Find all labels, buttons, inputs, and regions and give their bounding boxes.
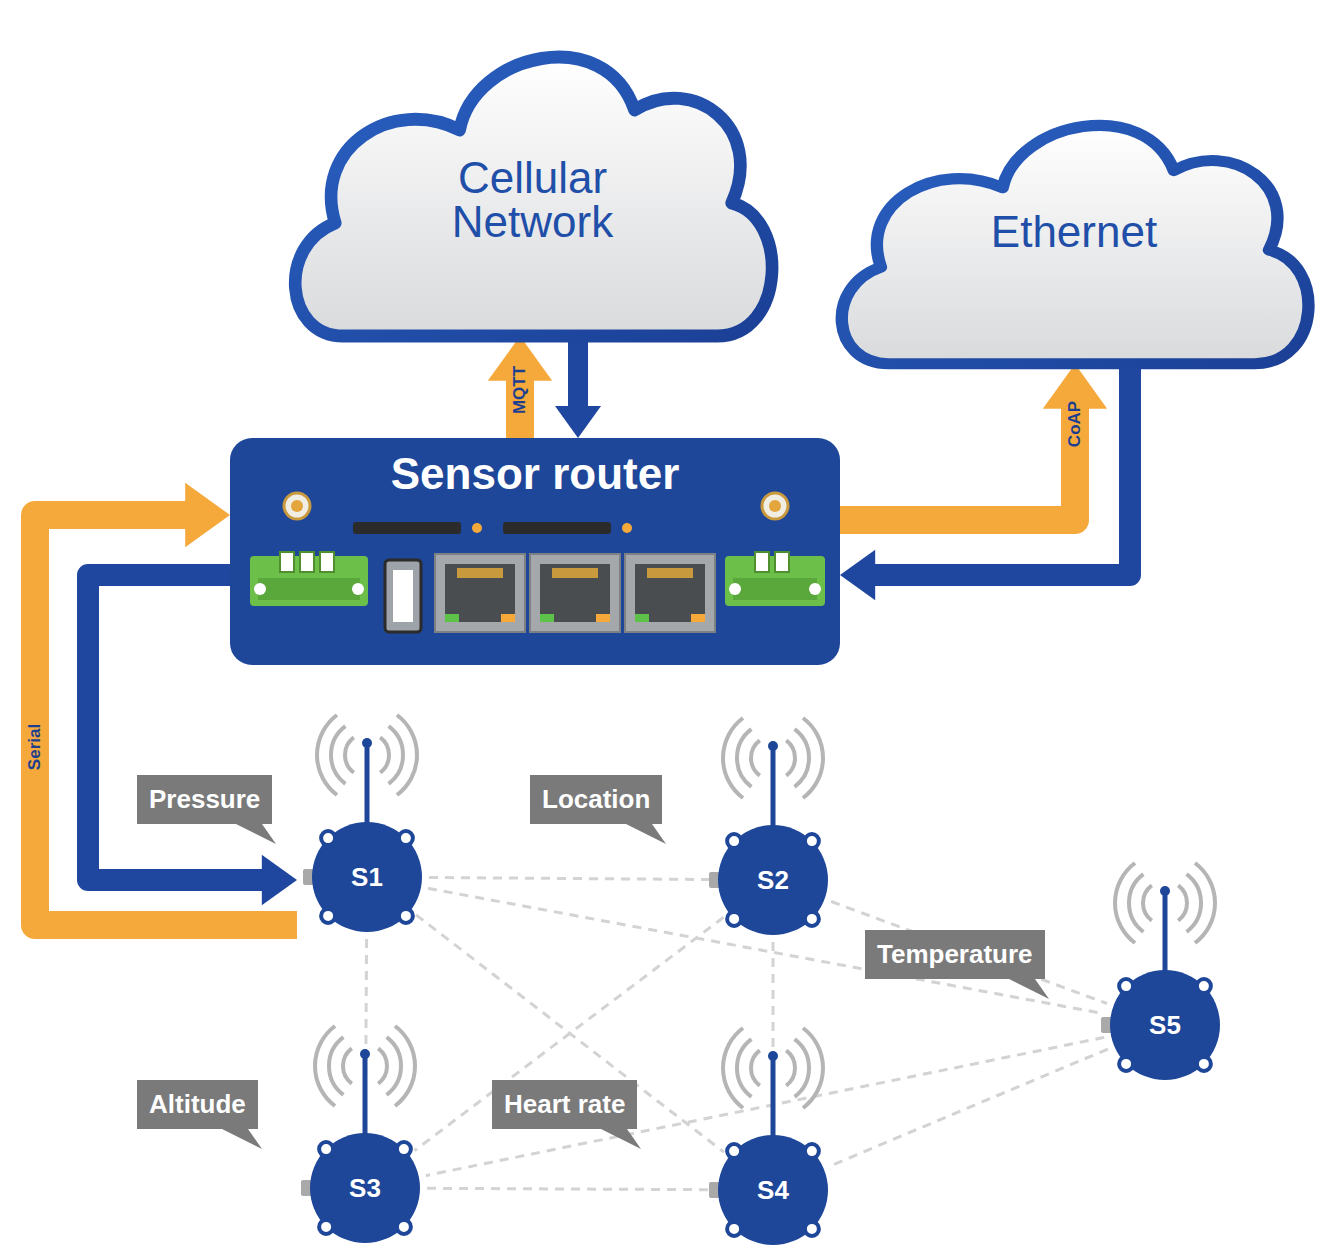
callout-tail <box>218 1129 258 1147</box>
sensor-callout: Altitude <box>137 1080 258 1129</box>
callout-tail <box>1005 979 1045 997</box>
router-box: Sensor router <box>230 438 840 665</box>
mesh-link <box>830 1049 1108 1166</box>
sensor-callout: Location <box>530 775 662 824</box>
sensor-node: AltitudeS3 <box>295 1118 435 1251</box>
router-title: Sensor router <box>230 450 840 498</box>
sensor-node: LocationS2 <box>703 810 843 950</box>
sensor-node: PressureS1 <box>297 807 437 947</box>
sensor-node: Heart rateS4 <box>703 1120 843 1251</box>
cloud-label: Ethernet <box>822 210 1326 254</box>
sensor-node: TemperatureS5 <box>1095 955 1235 1095</box>
data-flow-arrow <box>555 336 601 438</box>
data-flow-arrow <box>840 364 1130 600</box>
callout-tail <box>232 824 272 842</box>
sensor-id: S4 <box>703 1120 843 1251</box>
mesh-link <box>831 902 1107 1004</box>
mesh-link <box>427 1188 711 1189</box>
sensor-id: S3 <box>295 1118 435 1251</box>
protocol-label: Serial <box>26 721 45 773</box>
sensor-callout: Temperature <box>865 930 1045 979</box>
sensor-id: S2 <box>703 810 843 950</box>
callout-tail <box>597 1129 637 1147</box>
mesh-link <box>429 877 711 879</box>
protocol-label: CoAP <box>1066 398 1085 450</box>
sensor-id: S1 <box>297 807 437 947</box>
cloud-label: Cellular Network <box>275 156 790 244</box>
protocol-label: MQTT <box>511 363 530 417</box>
sensor-callout: Heart rate <box>492 1080 637 1129</box>
cloud-shape: Cellular Network <box>275 18 790 348</box>
data-flow-arrow <box>840 364 1107 520</box>
callout-tail <box>622 824 662 842</box>
sensor-id: S5 <box>1095 955 1235 1095</box>
cloud-shape: Ethernet <box>822 92 1326 374</box>
mesh-link <box>414 917 723 1150</box>
data-flow-arrow <box>488 336 552 438</box>
sensor-callout: Pressure <box>137 775 272 824</box>
